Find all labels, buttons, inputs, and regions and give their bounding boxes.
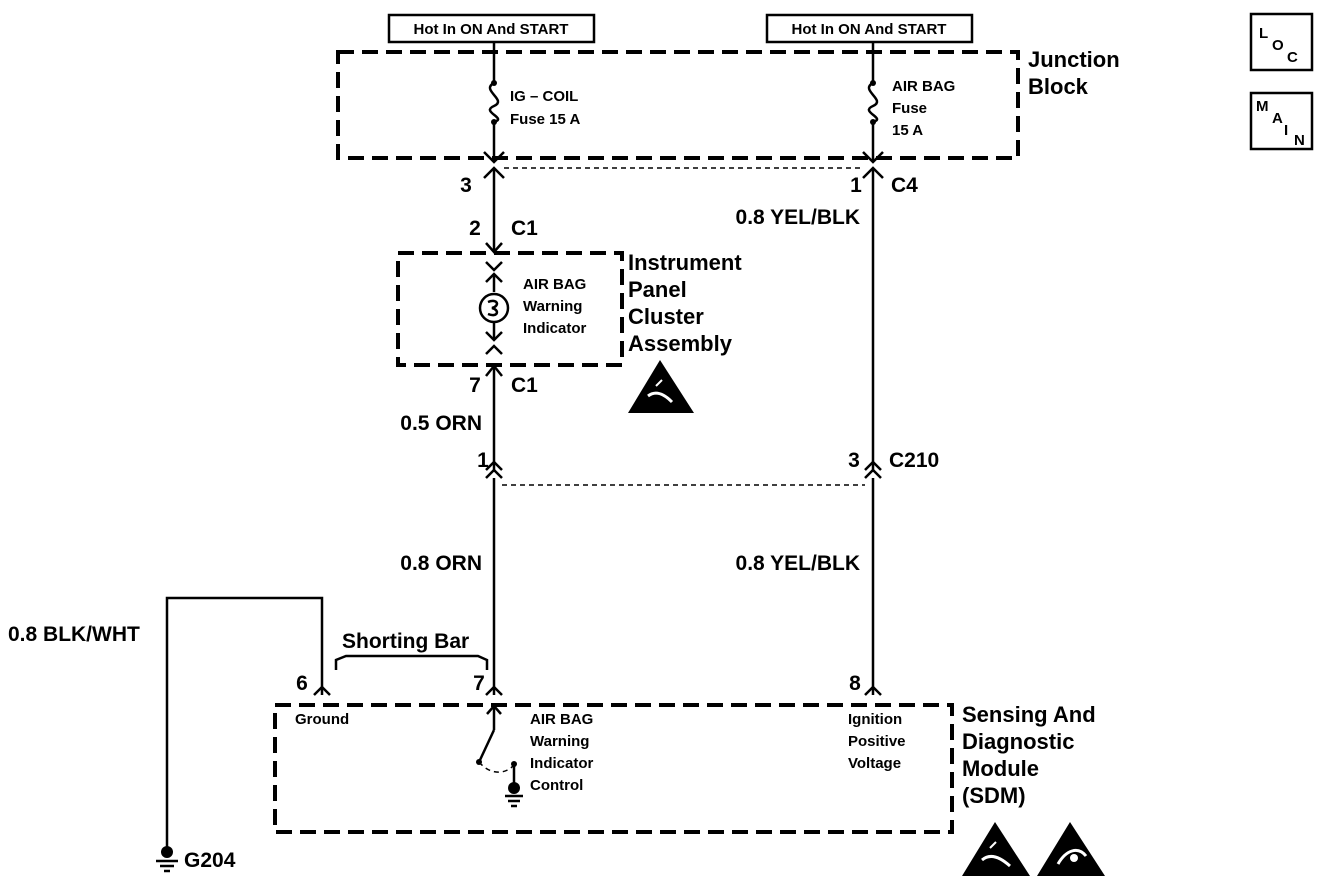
ipc-indicator-label: AIR BAG	[523, 276, 586, 293]
svg-text:A: A	[1272, 110, 1283, 127]
c4-label: C4	[891, 174, 918, 197]
c4-pin-right: 1	[850, 174, 862, 197]
ipc-indicator-label-2: Warning	[523, 298, 582, 315]
sdm-title-4: (SDM)	[962, 783, 1026, 808]
c1-bottom-label: C1	[511, 374, 538, 397]
yel-blk-upper-label: 0.8 YEL/BLK	[736, 206, 860, 229]
sdm-ground-label: Ground	[295, 711, 349, 728]
junction-block-box	[336, 50, 1020, 160]
ipc-title-3: Cluster	[628, 304, 704, 329]
esd-warning-icon	[962, 822, 1030, 876]
c1-bottom-pin: 7	[469, 374, 481, 397]
ground-symbol-icon	[156, 846, 178, 873]
svg-text:L: L	[1259, 25, 1268, 42]
ipc-title-4: Assembly	[628, 331, 733, 356]
ipc-connector-bottom	[485, 331, 503, 355]
sdm-pin-7-terminal	[485, 685, 503, 696]
airbag-fuse-rating: 15 A	[892, 122, 923, 139]
main-button[interactable]: M A I N	[1249, 91, 1314, 151]
sdm-box	[273, 703, 954, 834]
ipc-title-2: Panel	[628, 277, 687, 302]
warning-bulb-icon	[478, 292, 510, 324]
ipc-indicator-label-3: Indicator	[523, 320, 587, 337]
c210-connector-right	[864, 460, 882, 479]
loc-button[interactable]: L O C	[1249, 12, 1314, 72]
c210-label: C210	[889, 449, 939, 472]
sdm-pin-8-terminal	[864, 685, 882, 696]
airbag-fuse-label: AIR BAG	[892, 78, 955, 95]
c1-top-pin: 2	[469, 217, 481, 240]
sdm-pin-8: 8	[849, 672, 861, 695]
sdm-title-3: Module	[962, 756, 1039, 781]
junction-block-label-2: Block	[1028, 74, 1089, 99]
ig-coil-fuse-label: IG – COIL	[510, 88, 578, 105]
svg-text:Hot In ON And START: Hot In ON And START	[414, 21, 569, 38]
orn-lower-label: 0.8 ORN	[400, 552, 482, 575]
hot-label-left: Hot In ON And START	[387, 13, 596, 44]
c210-pin-right: 3	[848, 449, 860, 472]
yel-blk-lower-label: 0.8 YEL/BLK	[736, 552, 860, 575]
svg-text:Hot In ON And START: Hot In ON And START	[792, 21, 947, 38]
shorting-bar-bracket	[334, 654, 489, 670]
blk-wht-ground-wire	[165, 596, 324, 848]
sdm-title-2: Diagnostic	[962, 729, 1074, 754]
svg-text:C: C	[1287, 49, 1298, 66]
sdm-indicator-control-label: AIR BAG	[530, 711, 593, 728]
sdm-title: Sensing And	[962, 702, 1096, 727]
sdm-pin-6-terminal	[313, 685, 331, 696]
blk-wht-label: 0.8 BLK/WHT	[8, 623, 140, 646]
sdm-ignition-label-2: Positive	[848, 733, 906, 750]
sdm-switch-icon	[476, 704, 523, 808]
airbag-fuse-label-2: Fuse	[892, 100, 927, 117]
ground-g204-label: G204	[184, 849, 236, 872]
sdm-ignition-label: Ignition	[848, 711, 902, 728]
sdm-indicator-control-label-3: Indicator	[530, 755, 594, 772]
c1-bottom-arrow	[485, 363, 503, 377]
shorting-bar-label: Shorting Bar	[342, 630, 469, 653]
ipc-title: Instrument	[628, 250, 742, 275]
svg-text:M: M	[1256, 98, 1269, 115]
sdm-ignition-label-3: Voltage	[848, 755, 901, 772]
sdm-pin-6: 6	[296, 672, 308, 695]
orn-upper-label: 0.5 ORN	[400, 412, 482, 435]
svg-text:N: N	[1294, 132, 1305, 149]
sdm-pin-7: 7	[473, 672, 485, 695]
c210-connector-left	[485, 460, 503, 479]
c4-pin-left: 3	[460, 174, 472, 197]
c1-top-label: C1	[511, 217, 538, 240]
airbag-fuse-symbol	[867, 80, 879, 125]
hot-label-right: Hot In ON And START	[765, 13, 974, 44]
junction-block-label: Junction	[1028, 47, 1120, 72]
sdm-indicator-control-label-2: Warning	[530, 733, 589, 750]
instrument-panel-cluster-box	[396, 251, 624, 367]
esd-warning-icon	[1037, 822, 1105, 876]
c210-pin-left: 1	[477, 449, 489, 472]
esd-warning-icon	[628, 360, 694, 413]
svg-text:I: I	[1284, 122, 1288, 139]
svg-text:O: O	[1272, 37, 1284, 54]
sdm-indicator-control-label-4: Control	[530, 777, 583, 794]
ig-coil-fuse-symbol	[488, 80, 500, 125]
ig-coil-fuse-rating: Fuse 15 A	[510, 111, 580, 128]
